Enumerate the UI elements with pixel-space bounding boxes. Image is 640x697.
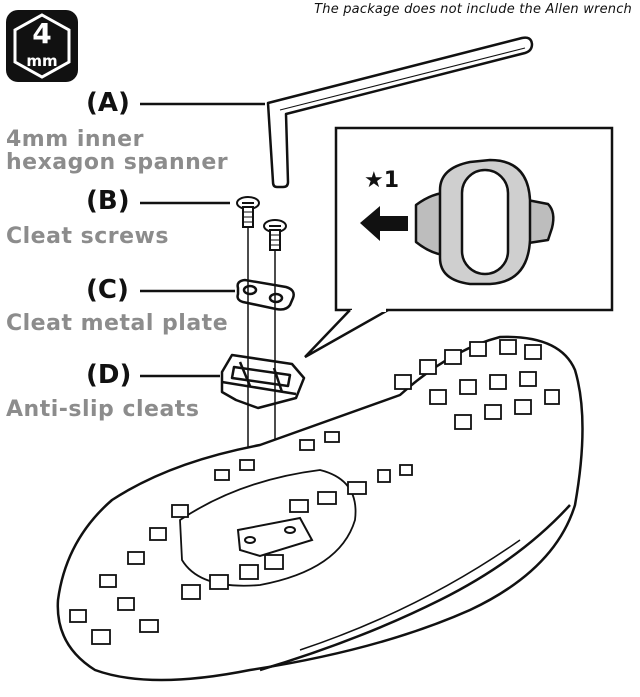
- label-a-text: 4mm inner hexagon spanner: [6, 127, 229, 175]
- package-note: The package does not include the Allen w…: [314, 2, 632, 17]
- arrow-left-icon: [360, 206, 408, 241]
- badge-value: 4: [32, 17, 52, 50]
- hexagon-icon: [13, 13, 71, 79]
- label-c-text: Cleat metal plate: [6, 311, 229, 336]
- size-badge: 4 mm: [6, 10, 78, 82]
- cleat-screw-icon: [236, 196, 260, 228]
- label-d-text: Anti-slip cleats: [6, 397, 200, 422]
- label-d-letter: (D): [86, 360, 132, 390]
- callout-box: [304, 126, 614, 359]
- allen-wrench-icon: [266, 36, 534, 189]
- label-b-letter: (B): [86, 186, 130, 216]
- label-a-letter: (A): [86, 88, 130, 118]
- metal-plate-icon: [236, 278, 295, 311]
- leader-lines: [140, 102, 265, 378]
- cleat-detail-icon: [414, 158, 555, 286]
- badge-unit: mm: [26, 52, 58, 70]
- cleat-icon: [220, 353, 306, 410]
- sole-tread: [69, 339, 560, 645]
- installed-cleat-icon: [236, 516, 314, 558]
- label-b-text: Cleat screws: [6, 224, 169, 249]
- label-c-letter: (C): [86, 275, 129, 305]
- callout-marker: ★1: [364, 168, 400, 193]
- cleat-screw-icon: [263, 219, 287, 251]
